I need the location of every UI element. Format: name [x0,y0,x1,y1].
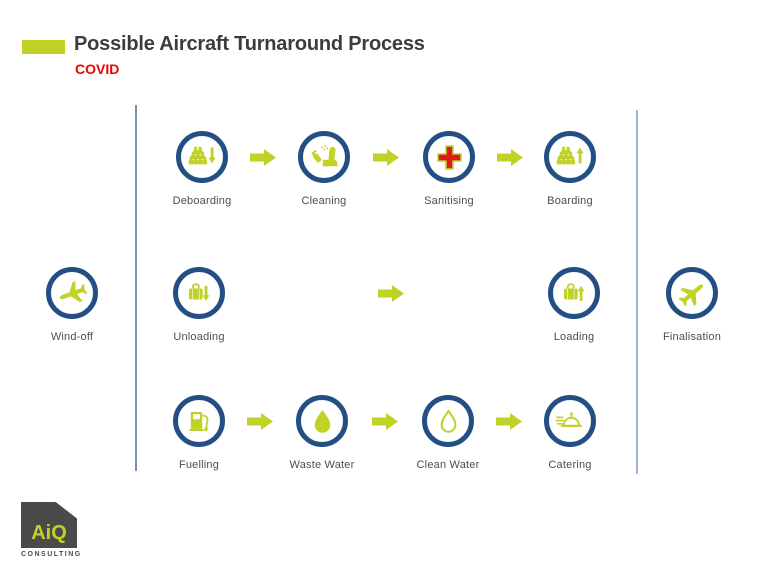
step-label: Boarding [547,195,593,207]
spray-seat-icon [310,144,338,166]
step-deboarding: Deboarding [157,131,247,207]
step-circle [298,131,350,183]
step-waste-water: Waste Water [277,395,367,471]
step-circle [46,267,98,319]
suitcase-up-icon [562,282,584,301]
step-circle [423,131,475,183]
step-cleaning: Cleaning [279,131,369,207]
step-finalisation: Finalisation [647,267,737,343]
step-circle [666,267,718,319]
step-circle [544,395,596,447]
step-wind-off: Wind-off [27,267,117,343]
step-clean-water: Clean Water [403,395,493,471]
step-circle [548,267,600,319]
cloche-icon [554,411,582,427]
suitcase-down-icon [187,282,209,301]
separator-line-right [636,110,638,474]
logo-tagline: CONSULTING [21,551,82,558]
page-subtitle: COVID [75,61,120,77]
step-fuelling: Fuelling [154,395,244,471]
step-circle [422,395,474,447]
step-label: Unloading [173,331,225,343]
step-label: Wind-off [50,331,94,343]
flow-arrow-icon [372,413,398,430]
step-circle [173,395,225,447]
step-sanitising: Sanitising [404,131,494,207]
aiq-logo: AiQ [21,502,77,548]
step-label: Deboarding [172,195,232,207]
step-label: Catering [548,459,592,471]
flow-arrow-icon [497,149,523,166]
step-label: Finalisation [662,331,722,343]
plane-departing-icon [675,276,709,310]
step-label: Clean Water [416,459,480,471]
step-label: Fuelling [178,459,220,471]
step-boarding: Boarding [525,131,615,207]
passengers-enter-icon [554,141,584,174]
step-circle [544,131,596,183]
step-label: Cleaning [301,195,347,207]
step-catering: Catering [525,395,615,471]
plane-arriving-icon [55,278,89,308]
flow-arrow-icon [496,413,522,430]
flow-arrow-icon [373,149,399,166]
passengers-exit-icon [186,141,216,174]
step-circle [173,267,225,319]
logo-brand-text: AiQ [31,522,67,544]
step-label: Loading [553,331,595,343]
step-circle [296,395,348,447]
water-drop-filled-icon [314,409,330,433]
medical-cross-icon [436,144,462,170]
step-label: Waste Water [289,459,355,471]
flow-arrow-icon [247,413,273,430]
step-label: Sanitising [424,195,474,207]
separator-line-left [135,105,137,471]
title-accent-bar [22,40,65,54]
flow-arrow-icon [378,285,404,302]
page-title: Possible Aircraft Turnaround Process [74,33,425,55]
fuel-pump-icon [188,411,208,431]
water-drop-outline-icon [440,409,456,433]
flow-arrow-icon [250,149,276,166]
step-unloading: Unloading [154,267,244,343]
step-loading: Loading [529,267,619,343]
step-circle [176,131,228,183]
